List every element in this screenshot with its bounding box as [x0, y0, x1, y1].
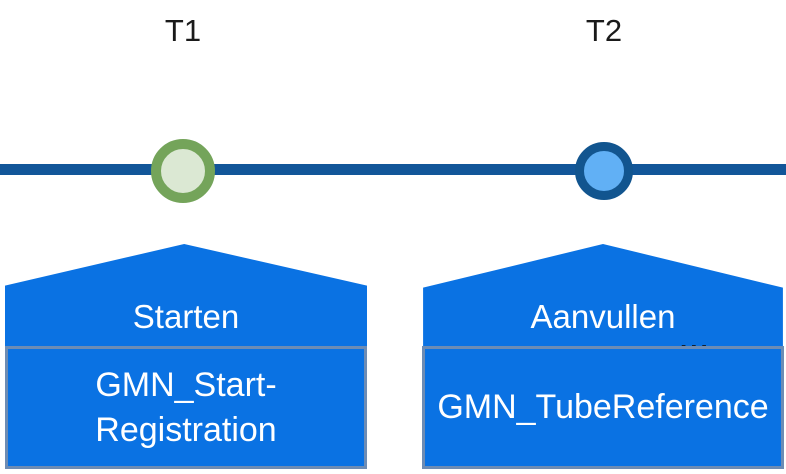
milestone-marker-t2[interactable]: [575, 142, 633, 200]
document-aanvullen-body: GMN_TubeReference: [422, 346, 784, 469]
document-aanvullen-ellipsis: ...: [680, 325, 711, 355]
timeline-axis: [0, 164, 786, 175]
milestone-label-t2: T2: [585, 13, 623, 48]
document-aanvullen[interactable]: Aanvullen ... GMN_TubeReference: [422, 244, 784, 469]
document-aanvullen-roof: Aanvullen ...: [423, 244, 783, 355]
document-aanvullen-message-label: GMN_TubeReference: [437, 388, 769, 426]
document-start[interactable]: Starten GMN_Start-Registration: [5, 244, 367, 469]
milestone-marker-t1[interactable]: [151, 139, 215, 203]
document-start-roof: Starten: [5, 244, 367, 348]
document-start-body: GMN_Start-Registration: [5, 346, 367, 469]
document-aanvullen-action-label: Aanvullen: [530, 298, 676, 335]
document-start-action-label: Starten: [132, 298, 240, 335]
document-start-message-label: GMN_Start-Registration: [95, 365, 277, 449]
milestone-label-t1: T1: [164, 13, 202, 48]
